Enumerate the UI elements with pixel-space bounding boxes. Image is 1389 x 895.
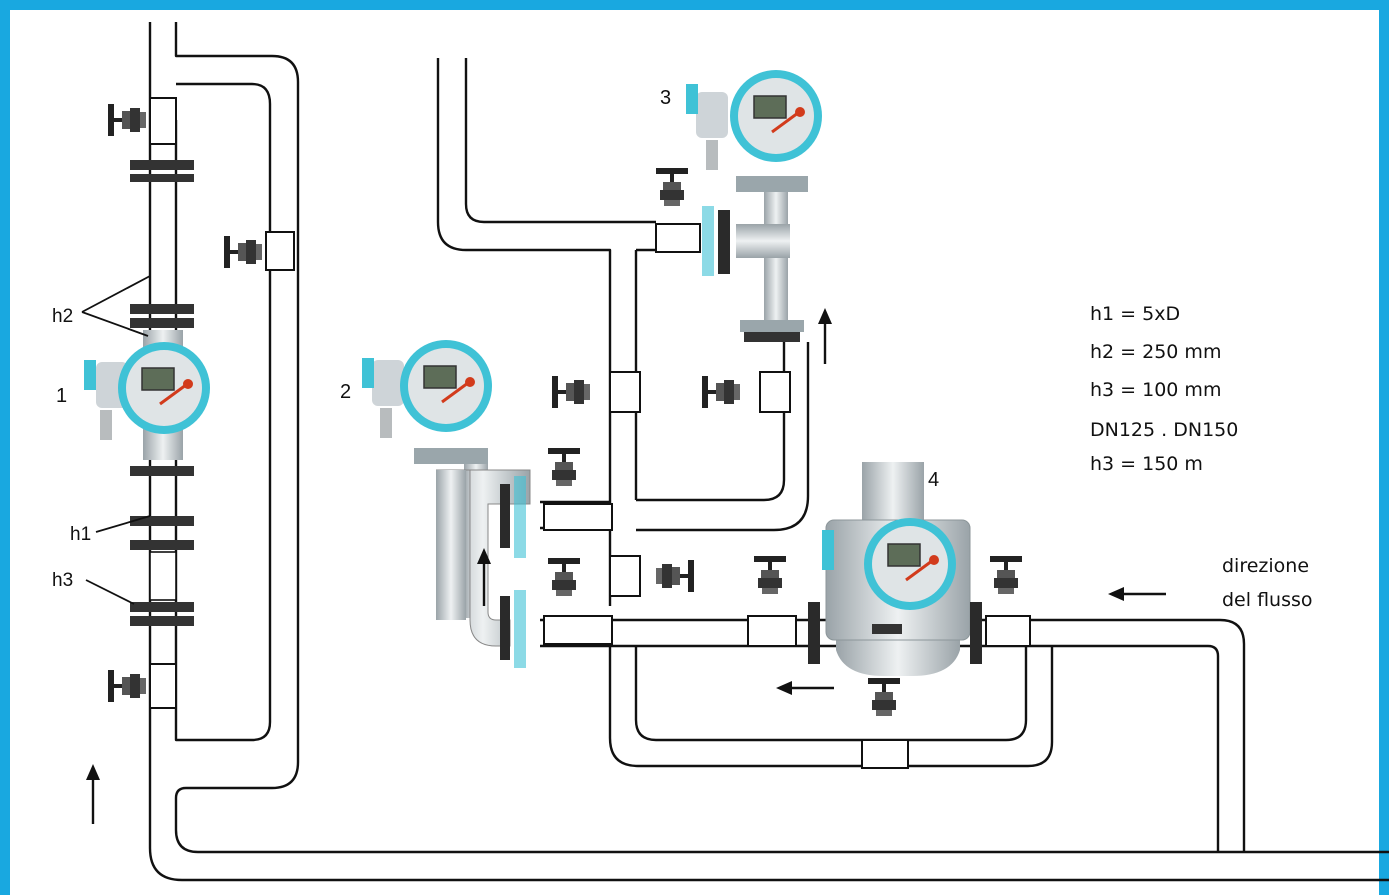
installation-1 bbox=[84, 97, 295, 709]
upper-bypass-inner-wall bbox=[464, 58, 656, 224]
spec-diameter: DN125 . DN150 bbox=[1090, 419, 1238, 441]
instrument-number-4: 4 bbox=[928, 469, 939, 491]
installation-3 bbox=[552, 68, 824, 597]
main-loop-outer-wall bbox=[148, 22, 1389, 882]
arrow-left-flow bbox=[1108, 587, 1166, 601]
left-riser-inner-wall bbox=[174, 82, 272, 742]
dimension-label-h1: h1 bbox=[70, 524, 91, 545]
flow-arrows bbox=[86, 308, 1166, 824]
arrow-up-left bbox=[86, 764, 100, 824]
spec-h3: h3 = 100 mm bbox=[1090, 379, 1221, 401]
dimension-pointers bbox=[81, 275, 151, 605]
manifold-right-wall-outer bbox=[636, 342, 810, 532]
spec-h2: h2 = 250 mm bbox=[1090, 341, 1221, 363]
upper-bypass-wall bbox=[436, 58, 612, 606]
arrow-up-installation-3 bbox=[818, 308, 832, 364]
spec-h3-large: h3 = 150 m bbox=[1090, 453, 1203, 475]
spec-list: h1 = 5xD h2 = 250 mm h3 = 100 mm DN125 .… bbox=[1090, 303, 1238, 475]
instrument-number-2: 2 bbox=[340, 381, 351, 403]
flow-direction-line1: direzione bbox=[1222, 555, 1309, 577]
dimension-label-h2: h2 bbox=[52, 306, 73, 327]
installation-4 bbox=[747, 462, 1031, 769]
instrument-number-1: 1 bbox=[56, 385, 67, 407]
spec-h1: h1 = 5xD bbox=[1090, 303, 1180, 325]
lower-bypass bbox=[608, 646, 1054, 768]
lower-run-top bbox=[540, 618, 1246, 852]
lower-bypass-inner bbox=[634, 646, 1028, 742]
pipe-network bbox=[148, 22, 1389, 882]
instrument-number-3: 3 bbox=[660, 87, 671, 109]
flow-direction-line2: del flusso bbox=[1222, 589, 1313, 611]
manifold-right-wall bbox=[636, 342, 786, 502]
arrow-up-installation-2 bbox=[477, 548, 491, 606]
main-loop-inner-wall bbox=[174, 22, 1389, 854]
lower-run-bottom bbox=[540, 644, 1220, 852]
dimension-label-h3: h3 bbox=[52, 570, 73, 591]
arrow-left-lower bbox=[776, 681, 834, 695]
